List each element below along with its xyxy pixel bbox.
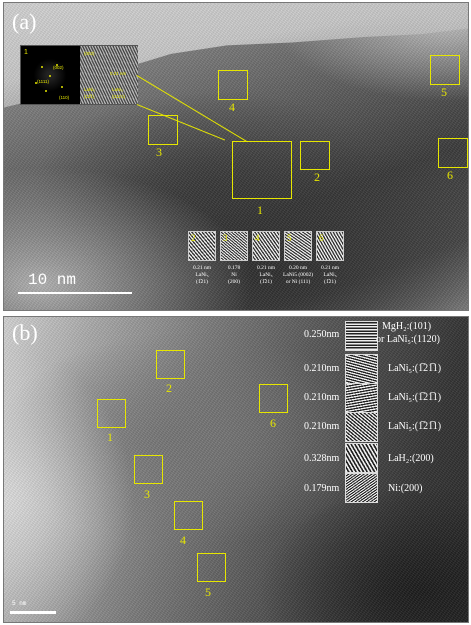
region-box-6 [259,384,288,413]
d-spacing: 0.250nm [304,329,340,340]
d-spacing: 0.210nm [304,363,340,374]
fringe-tile [345,443,378,473]
fft-spot [41,66,43,68]
region-box-5 [430,55,460,85]
fft-label: (002) [53,65,64,70]
fft-label: (1111) [37,79,50,84]
fft-spot [35,82,37,84]
region-box-1 [97,399,126,428]
region-number: 4 [180,533,186,547]
phase-label: LaNi₅:(1̅21̅1) [388,392,442,403]
hr-label: 0.21 nm [110,71,127,76]
region-number: 6 [447,168,453,182]
hr-label: LaNi₅ [84,87,96,92]
d-spacing: 0.210nm [304,392,340,403]
region-box-6 [438,138,468,168]
tem-image-panel-b: (b) 1 2 3 4 5 6 0.250nm 0.210nm 0.210nm … [3,316,469,623]
phase-label: LaH₂:(200) [388,453,434,464]
scale-bar-label: 5 nm [12,600,27,607]
tem-image-panel-a: (a) 1 (002) (1111) (110) (002) 0.21 nm L… [3,2,469,311]
fft-spot [49,75,51,77]
panel-b-label: (b) [12,320,38,345]
region-box-5 [197,553,226,582]
fft-spot [61,86,63,88]
region-box-4 [218,70,248,100]
region-number: 3 [144,487,150,501]
region-box-4 [174,501,203,530]
hrtem-lattice: (002) 0.21 nm LaNi₅ (12̅1) LaNi₅ (3121) [80,46,138,104]
panel-a-label: (a) [12,9,37,34]
fft-label: (110) [59,95,70,100]
d-spacing: 0.179nm [304,483,340,494]
scale-bar [18,292,132,294]
fft-spot [45,90,47,92]
fringe-tile [345,473,378,503]
inset-number: 1 [24,49,28,56]
fringe-tile [345,383,378,413]
region-number: 5 [205,585,211,599]
fft-pattern: 1 (002) (1111) (110) [21,46,79,104]
region-number: 4 [229,100,235,114]
fringe-tile: 4 [252,231,280,261]
fringe-tile: 2 [188,231,216,261]
hr-label: (002) [84,51,95,56]
phase-label: LaNi₅:(1̅21̅1) [388,421,442,432]
hr-label: (3121) [112,94,126,99]
fft-spot [56,64,58,66]
fringe-tile [345,354,378,384]
region-number: 2 [166,381,172,395]
d-spacing: 0.328nm [304,453,340,464]
fringe-tile: 3 [220,231,248,261]
region-box-3 [148,115,178,145]
fringe-tile [345,321,378,351]
scale-bar-label: 10 nm [28,271,77,289]
fringe-tile: 6 [316,231,344,261]
scale-bar [10,611,56,614]
region-number: 5 [441,85,447,99]
fringe-tile: 5 [284,231,312,261]
inset-fft-hrtem: 1 (002) (1111) (110) (002) 0.21 nm LaNi₅… [20,45,138,105]
region-number: 2 [314,170,320,184]
hr-label: (12̅1) [84,94,95,99]
phase-label: LaNi₅:(1̅21̅1) [388,363,442,374]
phase-label: MgH₂:(101)or LaNi₅:(1120) [376,321,440,345]
region-number: 6 [270,416,276,430]
lattice-texture [4,317,468,622]
fringe-tile [345,412,378,442]
d-spacing: 0.210nm [304,421,340,432]
region-number: 3 [156,145,162,159]
region-box-2 [300,141,330,170]
region-box-1 [232,141,292,199]
region-box-2 [156,350,185,379]
region-number: 1 [107,430,113,444]
region-box-3 [134,455,163,484]
hr-label: LaNi₅ [112,87,124,92]
phase-label: Ni:(200) [388,483,423,494]
region-number: 1 [257,203,263,217]
